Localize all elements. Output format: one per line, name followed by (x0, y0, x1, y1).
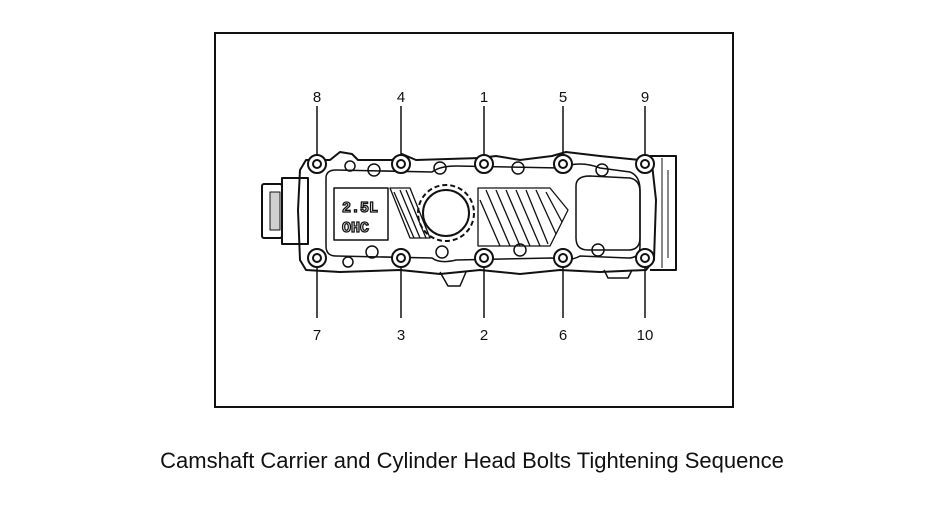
bolt-label-7: 7 (313, 327, 321, 344)
head-bolt-9 (635, 154, 655, 174)
diagram-frame (214, 32, 734, 408)
head-bolt-7 (307, 248, 327, 268)
bolt-label-4: 4 (397, 89, 405, 106)
rear-cam-housing (575, 175, 641, 251)
head-bolts (307, 154, 655, 268)
head-bolt-8 (307, 154, 327, 174)
cam-lobe-hatching (389, 187, 569, 247)
head-bolt-4 (391, 154, 411, 174)
bolt-label-10: 10 (637, 327, 654, 344)
bolt-label-9: 9 (641, 89, 649, 106)
engine-marking-line2: OHC (342, 220, 369, 237)
engine-label-plate (333, 187, 389, 241)
head-bolt-5 (553, 154, 573, 174)
cover-outline (325, 163, 641, 263)
bolt-label-2: 2 (480, 327, 488, 344)
lower-edge-lugs (439, 269, 633, 287)
left-end-fitting (261, 177, 309, 245)
right-end-flange (650, 155, 677, 271)
camshaft-gear (417, 184, 475, 242)
head-bolt-2 (474, 248, 494, 268)
carrier-small-bolts (342, 160, 609, 268)
bolt-label-1: 1 (480, 89, 488, 106)
engine-marking-line1: 2.5L (342, 200, 378, 217)
head-bolt-10 (635, 248, 655, 268)
head-bolt-1 (474, 154, 494, 174)
head-bolt-6 (553, 248, 573, 268)
bolt-label-6: 6 (559, 327, 567, 344)
bolt-label-5: 5 (559, 89, 567, 106)
head-bolt-3 (391, 248, 411, 268)
bolt-label-3: 3 (397, 327, 405, 344)
leader-lines (316, 106, 646, 318)
bolt-label-8: 8 (313, 89, 321, 106)
figure-caption: Camshaft Carrier and Cylinder Head Bolts… (160, 448, 784, 473)
